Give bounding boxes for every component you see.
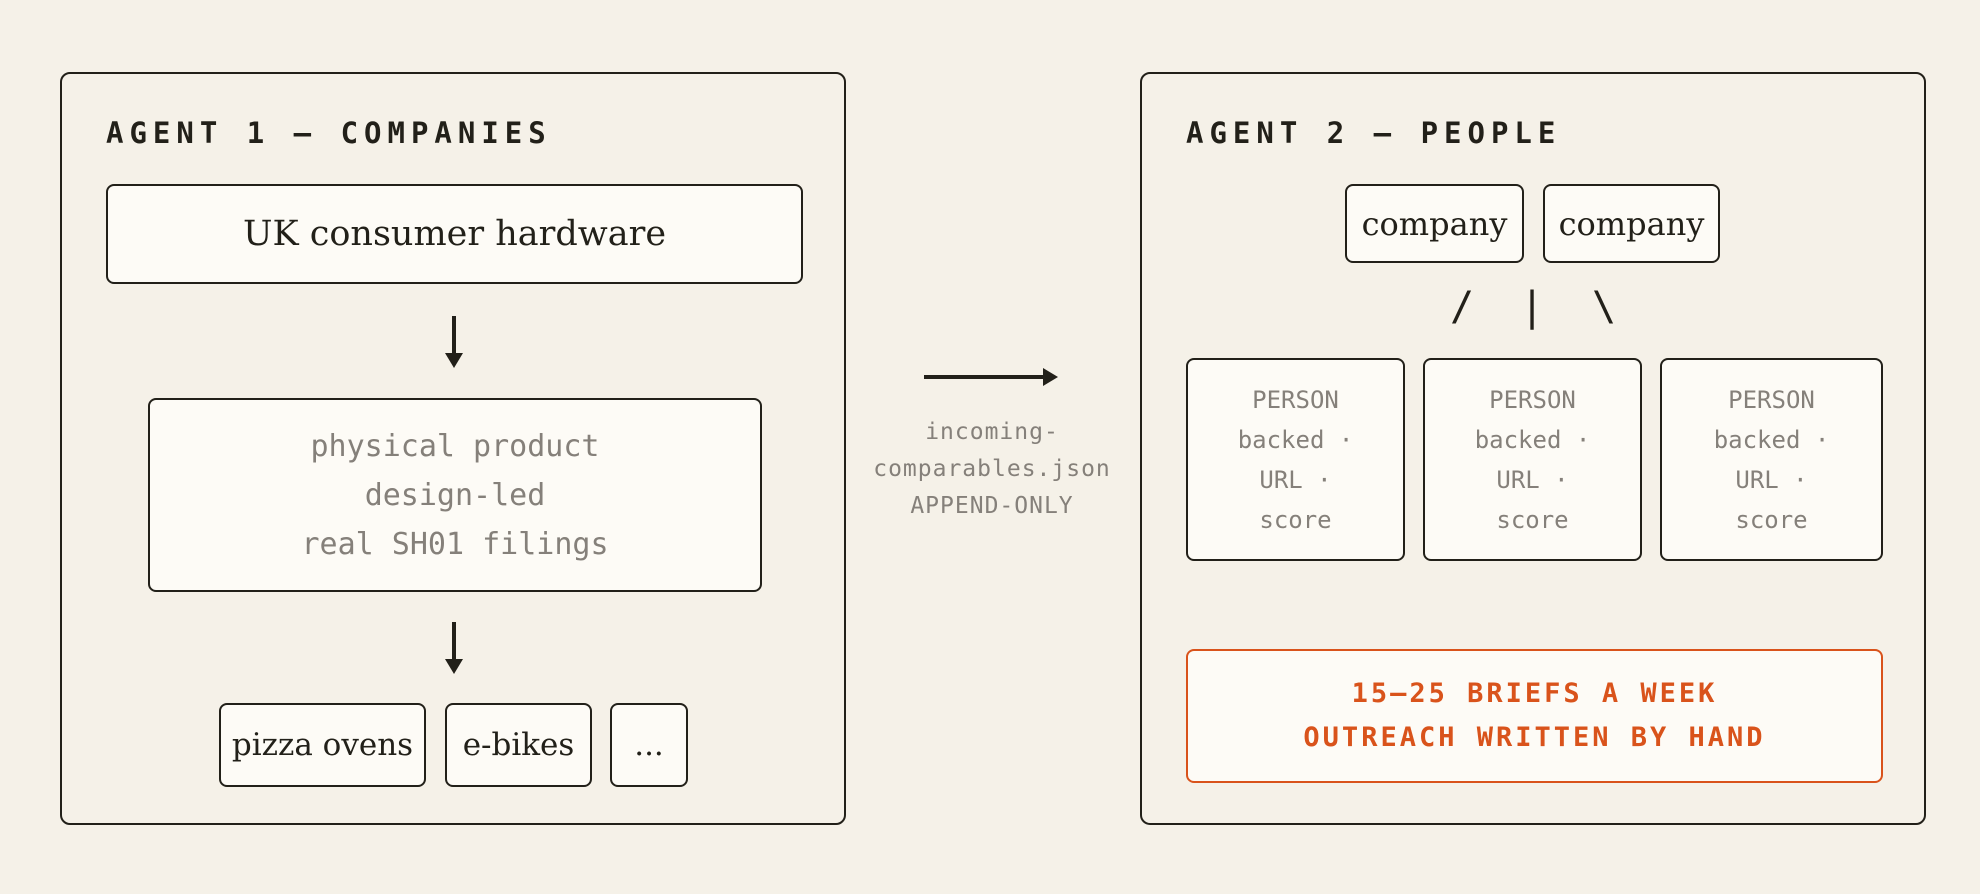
- result-label: pizza ovens: [231, 727, 414, 763]
- person-backed: backed ·: [1474, 425, 1591, 454]
- person-url: URL ·: [1496, 465, 1569, 494]
- agent-1-panel: AGENT 1 — COMPANIES UK consumer hardware…: [60, 72, 846, 825]
- person-role: PERSON: [1728, 385, 1815, 414]
- output-line: OUTREACH WRITTEN BY HAND: [1303, 722, 1766, 753]
- result-chip: pizza ovens: [219, 703, 426, 787]
- agent-1-title: AGENT 1 — COMPANIES: [106, 116, 552, 150]
- person-url: URL ·: [1735, 465, 1808, 494]
- result-chip: ...: [610, 703, 688, 787]
- company-label: company: [1558, 204, 1705, 243]
- output-line: 15–25 BRIEFS A WEEK: [1351, 678, 1718, 709]
- result-chip: e-bikes: [445, 703, 592, 787]
- connector-middle: |: [1520, 284, 1545, 330]
- criteria-line: real SH01 filings: [301, 526, 609, 562]
- result-label: ...: [634, 727, 664, 763]
- handoff-file-label: incoming- comparables.json APPEND-ONLY: [852, 414, 1132, 525]
- file-label-line: incoming-: [925, 419, 1059, 445]
- person-score: score: [1496, 505, 1569, 534]
- agent-2-title: AGENT 2 — PEOPLE: [1186, 116, 1562, 150]
- company-box: company: [1543, 184, 1720, 263]
- result-label: e-bikes: [462, 727, 575, 763]
- connector-left: /: [1450, 284, 1475, 330]
- query-box: UK consumer hardware: [106, 184, 803, 284]
- file-label-line: APPEND-ONLY: [910, 493, 1074, 519]
- file-label-line: comparables.json: [873, 456, 1111, 482]
- person-card: PERSON backed · URL · score: [1186, 358, 1405, 561]
- person-role: PERSON: [1252, 385, 1339, 414]
- down-arrow-2: [445, 622, 463, 674]
- company-box: company: [1345, 184, 1524, 263]
- criteria-box: physical product design-led real SH01 fi…: [148, 398, 762, 592]
- person-url: URL ·: [1259, 465, 1332, 494]
- output-box: 15–25 BRIEFS A WEEK OUTREACH WRITTEN BY …: [1186, 649, 1883, 783]
- person-backed: backed ·: [1237, 425, 1354, 454]
- person-role: PERSON: [1489, 385, 1576, 414]
- connector-right: \: [1592, 284, 1617, 330]
- person-card: PERSON backed · URL · score: [1423, 358, 1642, 561]
- person-card: PERSON backed · URL · score: [1660, 358, 1883, 561]
- person-backed: backed ·: [1713, 425, 1830, 454]
- down-arrow-1: [445, 316, 463, 368]
- person-score: score: [1259, 505, 1332, 534]
- handoff-arrow: [924, 368, 1058, 386]
- criteria-line: physical product: [310, 428, 600, 464]
- agent-2-panel: AGENT 2 — PEOPLE company company / | \ P…: [1140, 72, 1926, 825]
- criteria-line: design-led: [364, 477, 546, 513]
- person-score: score: [1735, 505, 1808, 534]
- company-label: company: [1361, 204, 1508, 243]
- query-text: UK consumer hardware: [242, 214, 667, 254]
